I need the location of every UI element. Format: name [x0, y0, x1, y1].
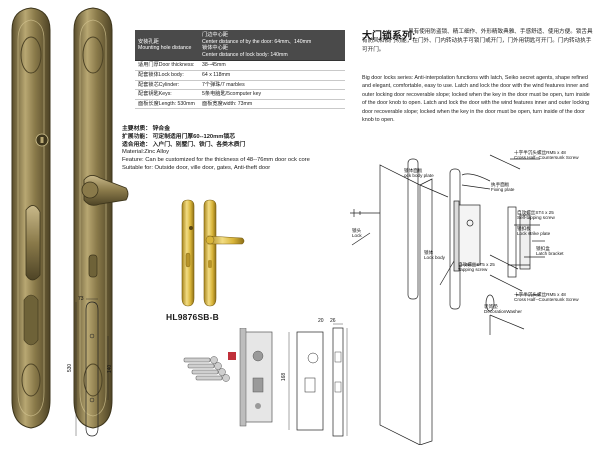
- series-title: 大门锁系列:: [362, 31, 416, 42]
- suit-cn: 适合用途： 入户门、别墅门、铁门、各类木质门: [122, 141, 246, 148]
- spec-key: 面板长度Length: 530mm: [135, 99, 199, 110]
- callout-fixing-plate-en: Fixing plate: [491, 187, 515, 193]
- mounting-value-en-2: Center distance of lock body: 140mm: [202, 51, 288, 58]
- spec-key: 配套锁体Lock body:: [135, 70, 199, 81]
- series-description-en: Big door locks series: Anti-interpolatio…: [362, 75, 590, 124]
- callout-latch-bracket-cn: 锁扣盒: [536, 246, 550, 251]
- material-block: 主要材质： 锌合金 扩展功能： 可定制适用门厚60--120mm锁芯 适合用途：…: [122, 126, 362, 173]
- installation-exploded-diagram: [350, 154, 545, 445]
- panel-width-dim: 73: [78, 296, 84, 302]
- callout-tapping-screw-2: 自攻螺丝ST5 x 25 Tapping screw: [458, 262, 495, 273]
- callout-fixing-plate: 执手面板 Fixing plate: [491, 182, 515, 193]
- spec-table: 安装孔距 Mounting hole distance 门边中心距 Center…: [135, 30, 345, 110]
- callout-latch-bracket: 锁扣盒 Latch bracket: [536, 246, 564, 257]
- callout-decoration-washer-cn: 装饰垫: [484, 304, 498, 309]
- callout-lockbody-plate-cn: 锁体面板: [404, 168, 423, 173]
- spec-value: 38--45mm: [199, 60, 345, 71]
- series-description-cn: 具有使用防盗锁、精工细作、外形精致典雅、手感舒适、使用方便。锁舌具有防风和锁门功…: [362, 29, 593, 54]
- spec-key: 配套锁芯Cylinder:: [135, 80, 199, 91]
- callout-lock-body: 锁体 Lock body: [424, 250, 445, 261]
- lockbody-depth-dim: 26: [330, 318, 336, 324]
- callout-screw-1-cn: 十字半沉头螺丝RM5 x 48: [514, 150, 566, 155]
- mounting-value-en-1: Center distance of by the door: 64mm、140…: [202, 38, 312, 45]
- spec-value: 7个弹珠/7 marbles: [199, 80, 345, 91]
- keys-photo: [183, 352, 236, 382]
- mounting-value-cn-1: 门边中心距: [202, 32, 228, 38]
- spec-row-keys: 配套钥匙Keys: 5条电脑匙/5computer key: [135, 89, 345, 100]
- spec-row-lock-body: 配套锁体Lock body: 64 x 118mm: [135, 70, 345, 81]
- feature-en: Feature: Can be customized for the thick…: [122, 157, 310, 164]
- lockbody-width-dim: 20: [318, 318, 324, 324]
- mounting-value-cn-2: 锁体中心距: [202, 45, 228, 52]
- scope-cn: 扩展功能： 可定制适用门厚60--120mm锁芯: [122, 133, 236, 140]
- material-en: Material:Zinc Alloy: [122, 149, 170, 156]
- suit-en: Suitable for: Outside door, ville door, …: [122, 164, 271, 171]
- callout-lock-body-en: Lock body: [424, 255, 445, 261]
- callout-screw-2-cn: 十字半沉头螺丝RM5 x 48: [514, 292, 566, 297]
- callout-latch-bracket-en: Latch bracket: [536, 251, 564, 257]
- panel-dimension-drawing: [75, 298, 109, 437]
- callout-decoration-washer-en: DecorationWasher: [484, 309, 522, 315]
- callout-tapping-screw-2-cn: 自攻螺丝ST5 x 25: [458, 262, 495, 267]
- callout-strike-plate-en: Lock strike plate: [517, 231, 551, 237]
- callout-strike-plate: 锁扣板 Lock strike plate: [517, 226, 550, 237]
- gold-handle-set-photo: [181, 199, 245, 307]
- callout-screw-1: 十字半沉头螺丝RM5 x 48 Cross Half--Countersunk …: [514, 150, 579, 161]
- spec-value: 5条电脑匙/5computer key: [199, 89, 345, 100]
- spec-row-length-width: 面板长度Length: 530mm 面板宽度width: 73mm: [135, 99, 345, 110]
- callout-lock-en: Lock: [352, 233, 362, 239]
- callout-lock-cn: 锁头: [352, 228, 362, 233]
- spec-value: 64 x 118mm: [199, 70, 345, 81]
- callout-lock: 锁头 Lock: [352, 228, 362, 239]
- spec-row-door-thickness: 适用门厚Door thickness: 38--45mm: [135, 60, 345, 71]
- callout-screw-2: 十字半沉头螺丝RM5 x 48 Cross Half--Countersunk …: [514, 292, 579, 303]
- callout-tapping-screw-1: 自攻螺丝ST4 x 25 Self-tapping screw: [517, 210, 555, 221]
- mounting-key-cn: 安装孔距: [138, 38, 159, 45]
- spec-table-header: 安装孔距 Mounting hole distance 门边中心距 Center…: [135, 30, 345, 62]
- model-label: HL9876SB-B: [166, 312, 220, 322]
- mounting-key-en: Mounting hole distance: [138, 45, 192, 52]
- lock-body-photo: [239, 328, 273, 427]
- lock-body-dimension-drawing: [288, 323, 348, 437]
- callout-screw-2-en: Cross Half--Countersunk Screw: [514, 297, 579, 303]
- spec-key: 适用门厚Door thickness:: [135, 60, 199, 71]
- callout-fixing-plate-cn: 执手面板: [491, 182, 510, 187]
- callout-tapping-screw-2-en: Tapping screw: [458, 267, 488, 273]
- callout-decoration-washer: 装饰垫 DecorationWasher: [484, 304, 522, 315]
- tag-icon: [228, 352, 236, 360]
- callout-tapping-screw-1-cn: 自攻螺丝ST4 x 25: [517, 210, 554, 215]
- callout-lockbody-plate: 锁体面板 ock body plate: [404, 168, 434, 179]
- callout-tapping-screw-1-en: Self-tapping screw: [517, 215, 555, 221]
- panel-hole-dim: 140: [107, 364, 114, 374]
- spec-value: 面板宽度width: 73mm: [199, 99, 345, 110]
- callout-strike-plate-cn: 锁扣板: [517, 226, 531, 231]
- bronze-handle-set-photo: [11, 7, 129, 429]
- callout-screw-1-en: Cross Half--Countersunk Screw: [514, 155, 579, 161]
- panel-length-dim: 530: [67, 363, 74, 373]
- spec-row-cylinder: 配套锁芯Cylinder: 7个弹珠/7 marbles: [135, 80, 345, 91]
- callout-lock-body-cn: 锁体: [424, 250, 434, 255]
- lockbody-height-dim: 168: [281, 372, 288, 382]
- spec-key: 配套钥匙Keys:: [135, 89, 199, 100]
- material-cn: 主要材质： 锌合金: [122, 126, 170, 132]
- callout-lockbody-plate-en: ock body plate: [404, 173, 434, 179]
